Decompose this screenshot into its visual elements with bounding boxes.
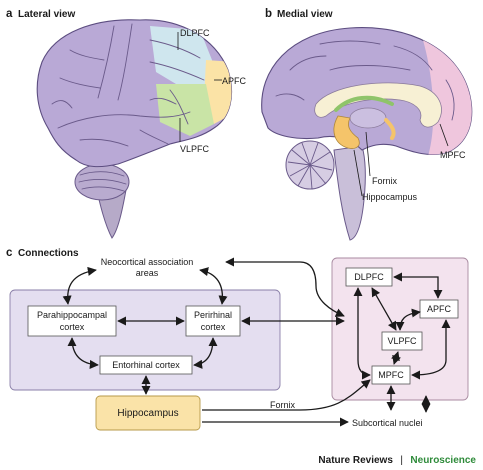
corpus-callosum [314,82,442,128]
vlpfc-label: VLPFC [180,144,210,154]
mpfc-box [371,365,411,385]
perirhinal-label-line2: cortex [201,322,226,332]
entorhinal-label: Entorhinal cortex [112,360,180,370]
fornix-path-label: Fornix [270,400,296,410]
dlpfc-box [345,267,393,287]
apfc-area [204,60,232,124]
panel-c-title: Connections [18,248,79,259]
credit-journal: Nature Reviews [318,455,393,466]
arrow-apfc-vlpfc [395,308,421,331]
apfc-label: APFC [222,76,247,86]
lateral-sulci [51,23,205,147]
arrow-dlpfc-mpfc [353,287,371,380]
arrow-dlpfc-apfc [393,272,443,299]
hippocampus-tail [384,118,396,140]
arrow-dlpfc-vlpfc [371,287,397,331]
dlpfc-node-label: DLPFC [354,272,384,282]
arrow-neocortical-pfc [225,257,345,317]
panel-a-lateral-view: a Lateral view [6,8,247,239]
vlpfc-area [156,84,214,136]
perirhinal-label-line1: Perirhinal [194,310,232,320]
panel-b-title: Medial view [277,9,333,20]
hippocampus-structure [333,115,360,149]
hippocampus-leader-line [353,149,363,197]
hippocampus-box [95,395,201,431]
arrow-perirhinal-entorhinal [193,337,218,369]
mpfc-node-label: MPFC [378,370,404,380]
dlpfc-label: DLPFC [180,28,210,38]
mpfc-label: MPFC [440,150,466,160]
subcortical-label: Subcortical nuclei [352,418,423,428]
arbor-vitae [287,142,333,190]
arrow-parahippocampal-entorhinal [67,337,99,370]
thalamus [349,107,387,129]
neocortical-label-line2: areas [136,268,159,278]
mtl-region-panel [9,289,281,391]
medial-sulci [275,40,455,121]
arrow-vlpfc-mpfc [391,351,401,365]
fornix-structure [334,95,394,112]
entorhinal-box [99,355,193,375]
neocortical-label-line1: Neocortical association [101,257,194,267]
panel-c-letter: c [6,247,13,259]
mpfc-leader-line [439,123,449,147]
arrow-neocortical-parahippocampal [62,266,97,305]
panel-c-connections: c Connections Neocortical association ar… [6,247,469,431]
credit-line: Nature Reviews | Neuroscience [318,450,476,467]
arrow-neocortical-perirhinal [199,267,228,305]
fornix-label: Fornix [372,176,398,186]
panel-a-title: Lateral view [18,9,75,20]
cerebellum-folia [78,171,127,192]
panel-b-letter: b [265,8,272,20]
credit-separator: | [400,455,403,466]
dlpfc-area [150,26,212,84]
panel-a-letter: a [6,8,13,20]
fornix-leader-line [365,131,371,177]
vlpfc-node-label: VLPFC [387,336,417,346]
hippocampus-label: Hippocampus [362,192,418,202]
hippocampus-node-label: Hippocampus [117,408,178,419]
parahippocampal-box [27,305,117,337]
apfc-node-label: APFC [427,304,452,314]
panel-b-medial-view: b Medial view [261,8,473,241]
parahippocampal-label-line2: cortex [60,322,85,332]
connection-arrows [62,257,451,427]
medial-brainstem [333,145,366,241]
credit-section: Neuroscience [410,455,476,466]
arrow-hippocampus-mpfc [202,379,371,411]
parahippocampal-label-line1: Parahippocampal [37,310,107,320]
arrow-apfc-mpfc [411,319,451,380]
journal-credit: Nature Reviews | Neuroscience [318,450,476,467]
